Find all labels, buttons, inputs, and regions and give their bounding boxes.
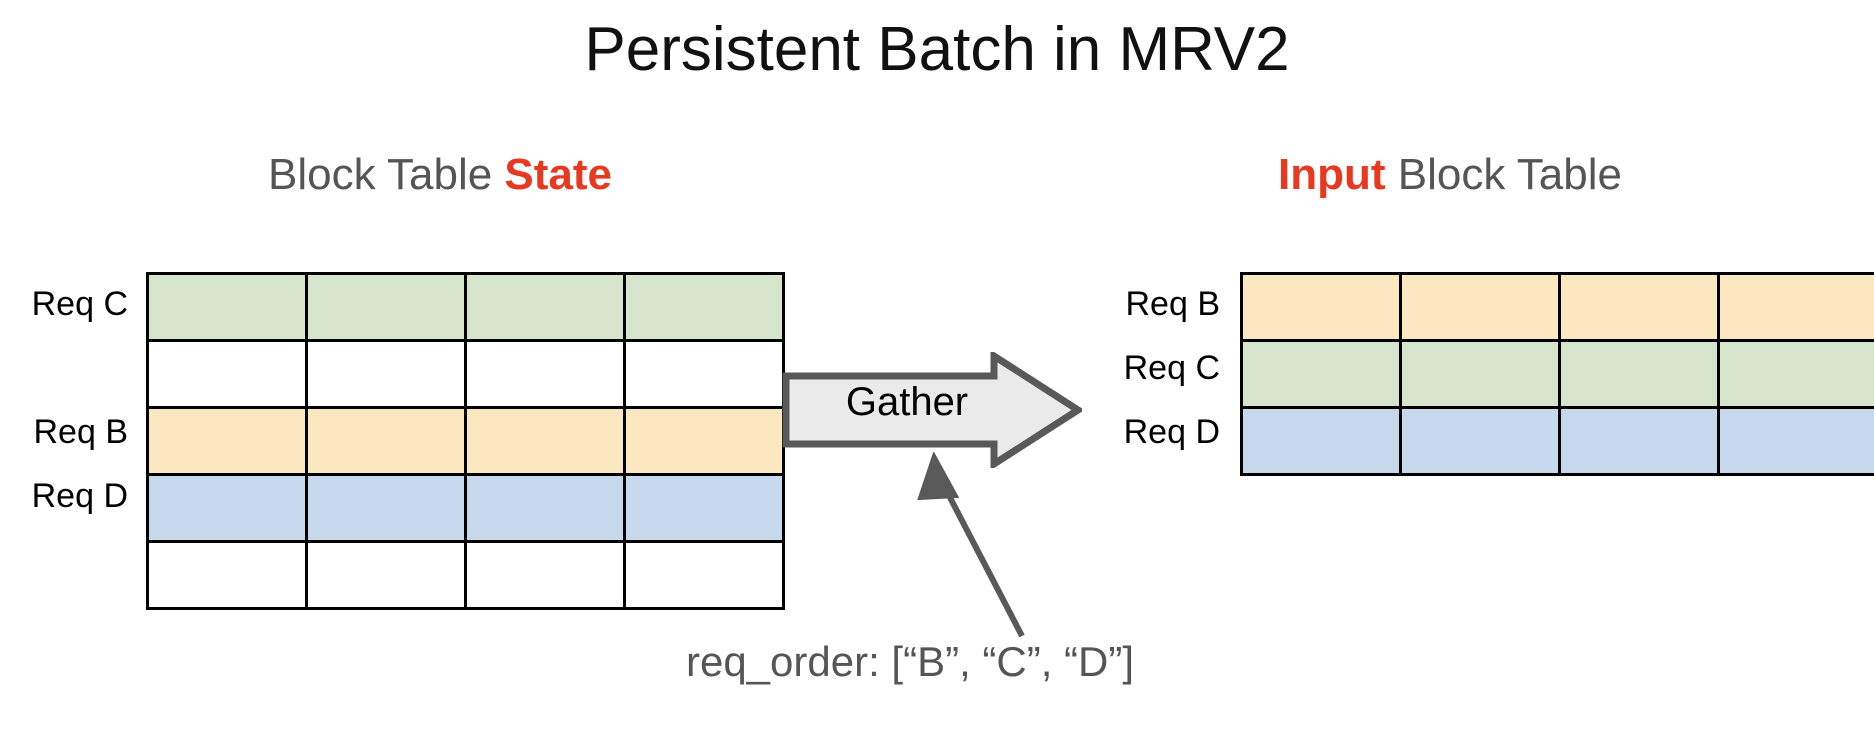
block-cell-yellow bbox=[1399, 272, 1561, 342]
block-cell-yellow bbox=[1240, 272, 1402, 342]
block-cell-green bbox=[305, 272, 467, 342]
left-heading-accent: State bbox=[504, 150, 613, 199]
block-cell-yellow bbox=[305, 406, 467, 476]
gather-arrow-icon bbox=[782, 352, 1082, 468]
block-cell-green bbox=[464, 272, 626, 342]
table-row bbox=[146, 473, 785, 543]
gather-label: Gather bbox=[845, 380, 969, 424]
block-table-input-body bbox=[1240, 272, 1874, 476]
block-table-state-body bbox=[146, 272, 785, 610]
block-cell-green bbox=[1240, 339, 1402, 409]
table-row bbox=[1240, 406, 1874, 476]
block-cell-blue bbox=[1558, 406, 1720, 476]
block-table-input bbox=[1240, 272, 1874, 476]
right-panel-heading: Input Block Table bbox=[1020, 150, 1874, 200]
block-cell-empty bbox=[464, 339, 626, 409]
block-cell-empty bbox=[464, 540, 626, 610]
block-cell-blue bbox=[1240, 406, 1402, 476]
block-cell-green bbox=[1558, 339, 1720, 409]
left-heading-prefix: Block Table bbox=[267, 150, 505, 199]
block-cell-yellow bbox=[1558, 272, 1720, 342]
block-cell-empty bbox=[623, 540, 785, 610]
left-panel-heading: Block Table State bbox=[120, 150, 760, 200]
block-cell-green bbox=[1717, 339, 1874, 409]
block-cell-empty bbox=[146, 540, 308, 610]
block-cell-yellow bbox=[623, 406, 785, 476]
row-label-input-req-d: Req D bbox=[1123, 413, 1220, 451]
block-cell-blue bbox=[464, 473, 626, 543]
table-row bbox=[146, 272, 785, 342]
block-cell-blue bbox=[1399, 406, 1561, 476]
block-cell-blue bbox=[146, 473, 308, 543]
block-cell-blue bbox=[1717, 406, 1874, 476]
block-table-state bbox=[146, 272, 785, 610]
req-order-pointer-arrow-icon bbox=[917, 452, 1025, 638]
right-heading-accent: Input bbox=[1278, 150, 1386, 199]
block-cell-yellow bbox=[146, 406, 308, 476]
row-label-state-req-d: Req D bbox=[31, 477, 128, 515]
row-label-state-req-b: Req B bbox=[33, 413, 129, 451]
req-order-caption: req_order: [“B”, “C”, “D”] bbox=[685, 638, 1135, 685]
table-row bbox=[146, 406, 785, 476]
row-label-state-req-c: Req C bbox=[31, 285, 128, 323]
block-cell-green bbox=[623, 272, 785, 342]
row-label-input-req-b: Req B bbox=[1125, 285, 1221, 323]
table-row bbox=[1240, 339, 1874, 409]
block-cell-blue bbox=[305, 473, 467, 543]
block-cell-green bbox=[1399, 339, 1561, 409]
block-cell-blue bbox=[623, 473, 785, 543]
right-heading-suffix: Block Table bbox=[1385, 150, 1622, 199]
table-row bbox=[1240, 272, 1874, 342]
block-cell-yellow bbox=[1717, 272, 1874, 342]
block-cell-empty bbox=[623, 339, 785, 409]
block-cell-green bbox=[146, 272, 308, 342]
row-label-input-req-c: Req C bbox=[1123, 349, 1220, 387]
page-title: Persistent Batch in MRV2 bbox=[584, 15, 1290, 84]
block-cell-empty bbox=[305, 339, 467, 409]
block-cell-yellow bbox=[464, 406, 626, 476]
table-row bbox=[146, 339, 785, 409]
block-cell-empty bbox=[146, 339, 308, 409]
block-cell-empty bbox=[305, 540, 467, 610]
table-row bbox=[146, 540, 785, 610]
